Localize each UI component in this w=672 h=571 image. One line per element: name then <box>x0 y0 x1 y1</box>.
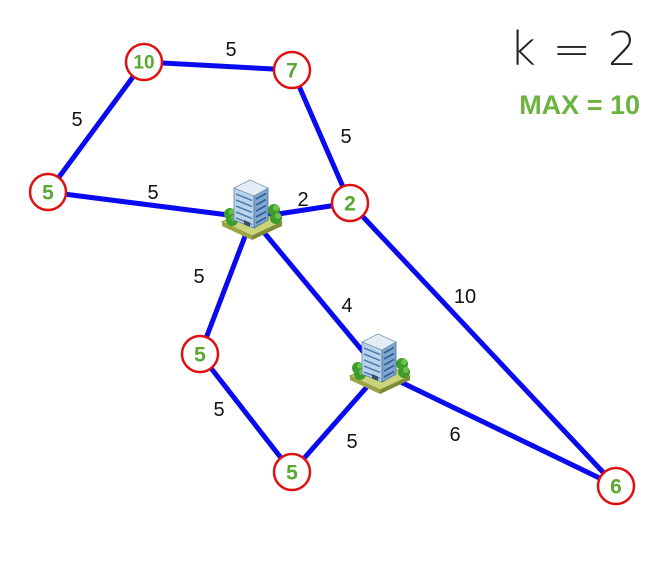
node-n7: 7 <box>272 50 312 90</box>
node-value-label: 10 <box>133 53 154 74</box>
node-n2: 2 <box>330 183 370 223</box>
node-n10a: 10 <box>124 42 164 82</box>
node-value-label: 2 <box>344 193 356 216</box>
office-building-icon-office2 <box>348 333 412 394</box>
edge-n10a-n7 <box>141 59 295 73</box>
node-value-label: 5 <box>286 462 298 485</box>
edge-office1-n5mid <box>197 215 255 357</box>
edge-weight-label: 5 <box>147 182 158 204</box>
edge-n2-n6 <box>347 200 619 489</box>
node-circle <box>28 172 68 212</box>
node-circle <box>272 50 312 90</box>
node-n5mid: 5 <box>180 334 220 374</box>
edge-weight-label: 5 <box>340 126 351 148</box>
edge-weight-label: 2 <box>297 189 308 211</box>
edge-weights-layer: 5 5 5 5 2 5 4 10 5 5 6 <box>71 39 476 453</box>
office-centers-layer <box>220 179 412 394</box>
office-building-icon-office1 <box>220 179 284 240</box>
edge-n7-n2 <box>289 67 353 206</box>
node-value-label: 5 <box>42 182 54 205</box>
node-circle <box>180 334 220 374</box>
edge-office2-n5bottom <box>289 369 383 475</box>
node-value-label: 5 <box>194 344 206 367</box>
edge-weight-label: 5 <box>225 39 236 61</box>
edges-layer <box>45 59 619 489</box>
node-n5bottom: 5 <box>272 452 312 492</box>
node-n5left: 5 <box>28 172 68 212</box>
node-circle <box>330 183 370 223</box>
node-n6: 6 <box>596 466 636 506</box>
max-value-label: MAX = 10 <box>519 90 640 120</box>
node-circle <box>272 452 312 492</box>
k-value-label: k = 2 <box>509 22 638 76</box>
edge-office1-office2 <box>249 215 383 375</box>
edge-weight-label: 5 <box>213 399 224 421</box>
node-value-label: 6 <box>610 476 622 499</box>
edge-weight-label: 10 <box>454 286 476 308</box>
node-circle <box>124 42 164 82</box>
edge-weight-label: 5 <box>193 266 204 288</box>
edge-n5mid-n5bottom <box>197 351 295 475</box>
node-circle <box>596 466 636 506</box>
edge-weight-label: 4 <box>341 295 352 317</box>
node-value-label: 7 <box>286 60 298 83</box>
edge-weight-label: 5 <box>346 431 357 453</box>
edge-n10a-n5left <box>45 59 147 195</box>
edge-office2-n6 <box>377 369 619 489</box>
nodes-layer: 10 7 5 2 5 5 6 <box>28 42 636 506</box>
edge-n5left-office1 <box>45 189 255 221</box>
edge-weight-label: 6 <box>449 424 460 446</box>
edge-weight-label: 5 <box>71 109 82 131</box>
